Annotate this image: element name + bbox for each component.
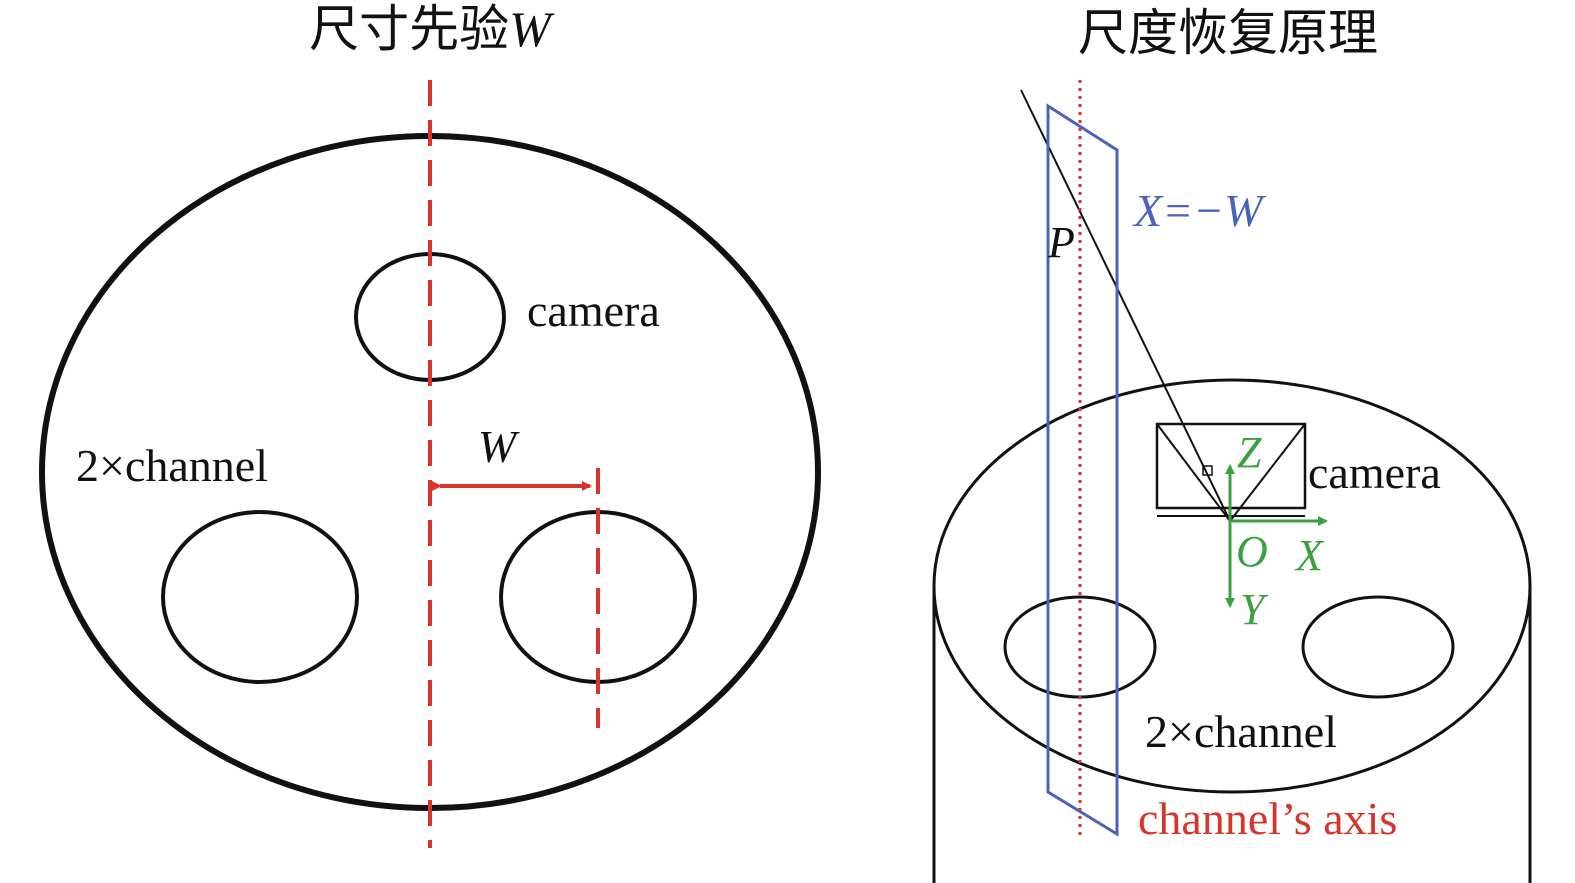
left-panel: 尺寸先验W W camera 2×channel <box>39 1 821 848</box>
left-channels-label: 2×channel <box>76 440 268 491</box>
right-camera-label: camera <box>1308 447 1441 498</box>
right-channels-label: 2×channel <box>1145 706 1337 757</box>
w-distance-label: W <box>478 421 520 472</box>
left-title-text: 尺寸先验 <box>309 1 509 57</box>
point-p-label: P <box>1047 218 1075 267</box>
frame-z-label: Z <box>1237 428 1262 477</box>
left-panel-title: 尺寸先验W <box>309 1 555 57</box>
plane-x-minus-w <box>1046 103 1119 837</box>
frame-origin-label: O <box>1236 527 1268 576</box>
channel-axis-caption: channel’s axis <box>1138 793 1397 844</box>
camera-view-ray-right <box>1229 423 1306 522</box>
projection-ray <box>1020 89 1231 522</box>
right-channel-hole-right <box>1301 595 1455 699</box>
frame-x-label: X <box>1294 531 1325 580</box>
left-camera-label: camera <box>527 285 660 336</box>
right-panel: 尺度恢复原理 X=−W P camera Z O X Y 2×channel c… <box>932 5 1532 883</box>
right-panel-title: 尺度恢复原理 <box>1078 5 1378 61</box>
left-title-var: W <box>509 1 555 57</box>
frame-y-label: Y <box>1240 585 1269 634</box>
camera-view-ray-left <box>1156 423 1231 522</box>
plane-label: X=−W <box>1132 185 1266 236</box>
channel-hole-left <box>161 510 359 684</box>
